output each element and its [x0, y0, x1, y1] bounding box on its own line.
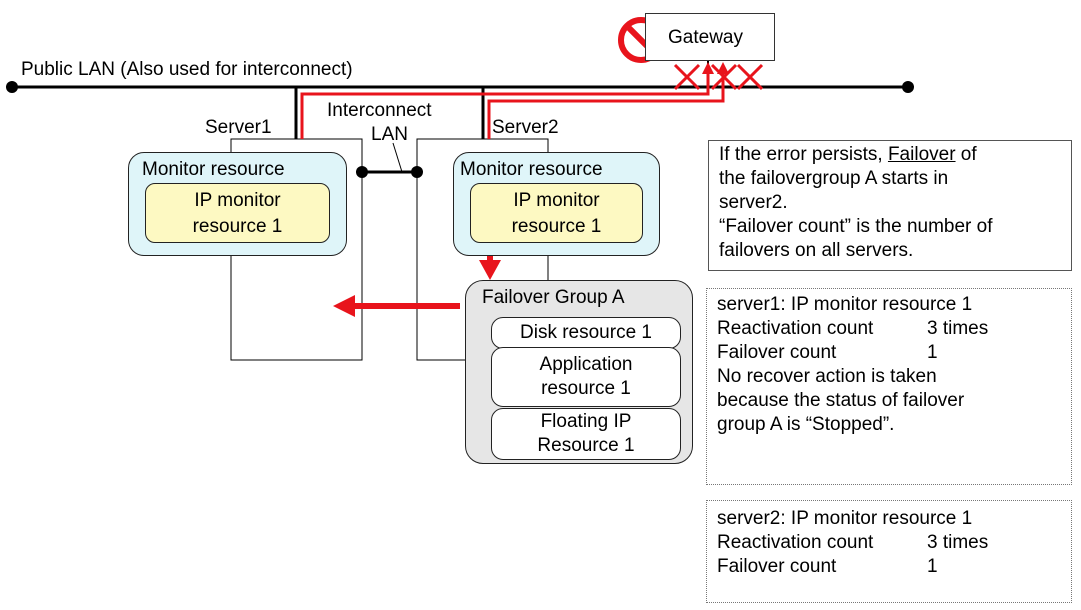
server1-monitor-resource: Monitor resource IP monitor resource 1 — [128, 152, 347, 256]
server1-ip-monitor-line1: IP monitor — [194, 190, 281, 211]
gateway-label: Gateway — [668, 27, 743, 48]
blocked-x-icon — [736, 63, 764, 91]
server2-status-note: server2: IP monitor resource 1 Reactivat… — [706, 500, 1072, 603]
disk-resource: Disk resource 1 — [491, 317, 681, 349]
explanation-note: If the error persists, Failover of the f… — [708, 140, 1072, 271]
server1-comment-line-1: No recover action is taken — [717, 366, 937, 387]
explanation-line-5: failovers on all servers. — [719, 240, 914, 261]
floating-ip-resource-line1: Floating IP — [540, 411, 632, 432]
server1-ip-monitor-resource: IP monitor resource 1 — [145, 183, 330, 243]
interconnect-leader — [392, 142, 403, 173]
server1-failover-row: Failover count 1 — [717, 342, 938, 363]
server2-ip-monitor-resource: IP monitor resource 1 — [470, 183, 643, 243]
blocked-x-icon — [710, 63, 738, 91]
server2-monitor-resource-label: Monitor resource — [460, 159, 603, 180]
failover-trigger-arrowhead — [479, 260, 501, 280]
public-lan-left-end — [6, 81, 18, 93]
server1-ping-arrowhead — [702, 62, 714, 74]
explanation-line-4: “Failover count” is the number of — [719, 216, 993, 237]
application-resource: Application resource 1 — [491, 347, 681, 407]
blocked-x-icon — [673, 63, 701, 91]
failover-group-a: Failover Group A Disk resource 1 Applica… — [465, 280, 693, 464]
server2-reactivation-row: Reactivation count 3 times — [717, 532, 989, 553]
explanation-line-2: the failovergroup A starts in — [719, 168, 949, 189]
server2-label: Server2 — [492, 117, 559, 138]
public-lan-right-end — [902, 81, 914, 93]
server2-ip-monitor-line2: resource 1 — [511, 216, 602, 237]
server2-ip-monitor-line1: IP monitor — [513, 190, 600, 211]
floating-ip-resource-line2: Resource 1 — [537, 435, 635, 456]
gateway-box: Gateway — [645, 13, 775, 61]
server1-ping-path — [300, 72, 710, 139]
interconnect-right-end — [411, 166, 423, 178]
server2-monitor-resource: Monitor resource IP monitor resource 1 — [453, 152, 660, 256]
application-resource-line2: resource 1 — [541, 378, 631, 399]
public-lan-label: Public LAN (Also used for interconnect) — [21, 59, 353, 80]
floating-ip-resource: Floating IP Resource 1 — [491, 408, 681, 460]
server2-ping-path — [487, 72, 725, 139]
explanation-line-1: If the error persists, Failover of — [719, 144, 977, 165]
interconnect-left-end — [356, 166, 368, 178]
explanation-line-3: server2. — [719, 192, 788, 213]
server1-comment-line-3: group A is “Stopped”. — [717, 414, 895, 435]
server2-failover-row: Failover count 1 — [717, 556, 938, 577]
interconnect-label: Interconnect — [327, 100, 432, 121]
failover-move-arrowhead — [333, 295, 355, 317]
failover-group-title: Failover Group A — [482, 287, 625, 308]
application-resource-line1: Application — [539, 354, 633, 375]
disk-resource-label: Disk resource 1 — [520, 322, 652, 343]
server1-status-title: server1: IP monitor resource 1 — [717, 294, 973, 315]
server1-comment-line-2: because the status of failover — [717, 390, 965, 411]
server1-ip-monitor-line2: resource 1 — [192, 216, 283, 237]
server1-reactivation-row: Reactivation count 3 times — [717, 318, 989, 339]
server1-label: Server1 — [205, 117, 272, 138]
server1-monitor-resource-label: Monitor resource — [142, 159, 285, 180]
server2-status-title: server2: IP monitor resource 1 — [717, 508, 973, 529]
server1-status-note: server1: IP monitor resource 1 Reactivat… — [706, 288, 1072, 485]
interconnect-label-lan: LAN — [371, 124, 408, 145]
